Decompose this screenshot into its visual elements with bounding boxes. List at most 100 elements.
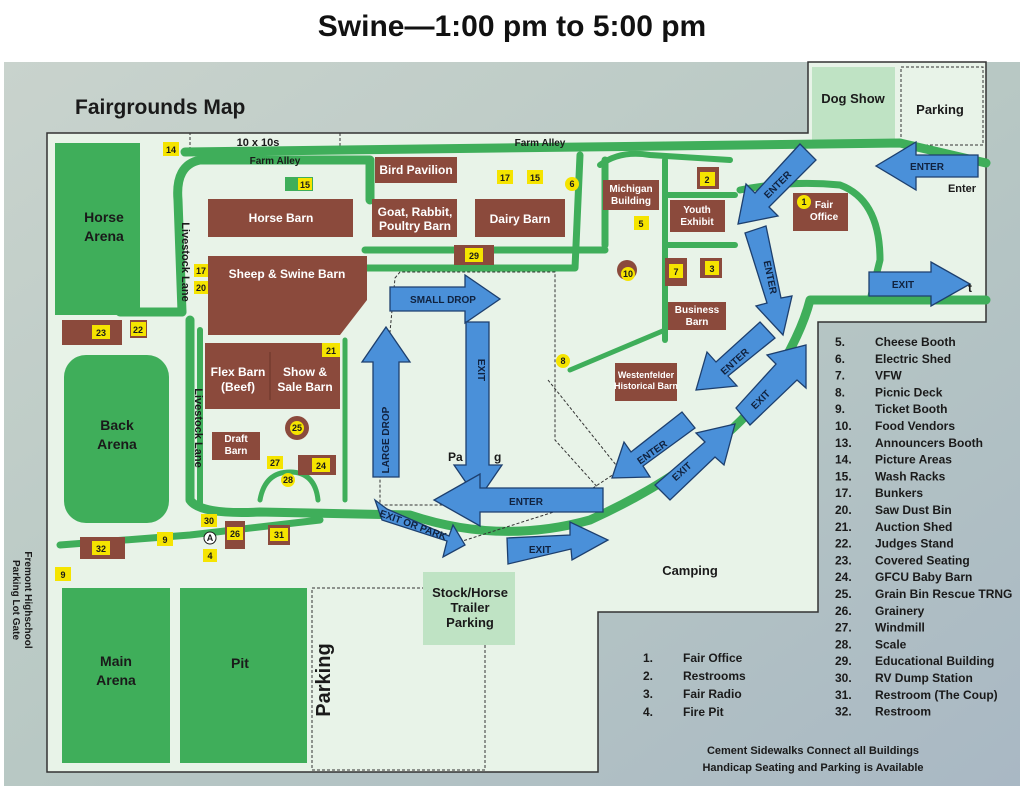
exit-mid-arrow: [735, 344, 807, 426]
legend-right-label: Windmill: [875, 621, 925, 635]
dairy-barn-label: Dairy Barn: [490, 212, 551, 226]
legend-right-num: 5.: [835, 335, 845, 349]
svg-text:10: 10: [623, 269, 633, 279]
partial-label: Pa: [448, 450, 463, 464]
legend-right-num: 7.: [835, 369, 845, 383]
legend-right-label: Educational Building: [875, 654, 994, 668]
marker-5: 5: [634, 216, 649, 230]
marker-26: 26: [227, 527, 243, 540]
legend-right-label: Wash Racks: [875, 469, 946, 483]
business-barn: [668, 302, 726, 330]
ten-by-ten-label: 10 x 10s: [237, 137, 280, 149]
farm-alley-top-label: Farm Alley: [515, 138, 566, 149]
goat-barn: [372, 199, 457, 237]
legend-right-num: 22.: [835, 537, 852, 551]
livestock-lane-bottom-label: Livestock Lane: [192, 388, 204, 467]
svg-text:7: 7: [673, 267, 678, 277]
marker-15a: 15: [285, 177, 313, 191]
marker-30: 30: [201, 514, 217, 527]
legend-right-label: Auction Shed: [875, 520, 952, 534]
legend-right-label: Electric Shed: [875, 352, 951, 366]
livestock-lane-top-label: Livestock Lane: [179, 222, 191, 301]
legend-right-label: Grain Bin Rescue TRNG: [875, 587, 1012, 601]
svg-text:27: 27: [270, 458, 280, 468]
stock-trailer-parking: [423, 572, 515, 645]
marker-23: 23: [92, 325, 110, 339]
legend-right-num: 27.: [835, 621, 852, 635]
legend-left-label-1: Fair Office: [683, 651, 743, 665]
marker-10: 10: [621, 267, 635, 281]
bird-pavilion: [375, 157, 457, 183]
marker-6: 6: [565, 177, 579, 191]
legend-right-num: 28.: [835, 637, 852, 651]
legend-right-num: 15.: [835, 469, 852, 483]
marker-25: 25: [290, 421, 304, 435]
legend-right-label: Scale: [875, 637, 907, 651]
svg-text:25: 25: [292, 423, 302, 433]
legend-right-label: Judges Stand: [875, 537, 954, 551]
svg-text:9: 9: [162, 535, 167, 545]
enter-mid-arrow: [695, 321, 776, 391]
svg-text:2: 2: [704, 175, 709, 185]
enter-down-arrow: [744, 225, 793, 337]
legend-right-label: Picnic Deck: [875, 385, 943, 399]
footer-note-2: Handicap Seating and Parking is Availabl…: [702, 762, 923, 774]
svg-text:26: 26: [230, 529, 240, 539]
legend-right-label: Restroom (The Coup): [875, 688, 998, 702]
svg-text:15: 15: [530, 173, 540, 183]
legend-right-num: 26.: [835, 604, 852, 618]
marker-31: 31: [270, 528, 288, 541]
sheep-swine-barn-label: Sheep & Swine Barn: [229, 267, 346, 281]
legend-right-label: Food Vendors: [875, 419, 955, 433]
exit-right-arrow: [868, 260, 972, 308]
svg-text:6: 6: [569, 179, 574, 189]
svg-text:30: 30: [204, 516, 214, 526]
legend-right-num: 29.: [835, 654, 852, 668]
legend-right-num: 9.: [835, 402, 845, 416]
marker-22: 22: [131, 322, 146, 336]
svg-text:24: 24: [316, 461, 326, 471]
legend-left-num-1: 1.: [643, 651, 653, 665]
legend-right-label: RV Dump Station: [875, 671, 973, 685]
parking-bottom-outline: [311, 587, 486, 771]
main-arena: [62, 588, 170, 763]
legend-right-label: GFCU Baby Barn: [875, 570, 972, 584]
legend-right-num: 21.: [835, 520, 852, 534]
parking-top-area: [900, 66, 984, 146]
small-drop-arrow: [389, 273, 502, 325]
dairy-barn: [475, 199, 565, 237]
marker-9a: 9: [157, 532, 173, 546]
svg-text:28: 28: [283, 475, 293, 485]
svg-text:20: 20: [196, 283, 206, 293]
legend-right-label: Ticket Booth: [875, 402, 947, 416]
svg-text:21: 21: [326, 346, 336, 356]
exit-or-park-arrow: [373, 498, 466, 559]
camping-label: Camping: [662, 563, 718, 578]
legend-right-label: Covered Seating: [875, 553, 970, 567]
enter-bottom-arrow: [432, 472, 604, 528]
sheep-swine-barn: [208, 256, 367, 335]
svg-text:EXIT: EXIT: [475, 359, 486, 381]
parking-bottom-label: Parking: [313, 643, 335, 716]
enter-side-label: Enter: [948, 183, 977, 195]
svg-text:29: 29: [469, 251, 479, 261]
legend-right-label: Restroom: [875, 705, 931, 719]
svg-text:31: 31: [274, 530, 284, 540]
farm-alley-left-label: Farm Alley: [250, 156, 301, 167]
enter-diag-arrow: [737, 143, 817, 225]
svg-text:23: 23: [96, 328, 106, 338]
svg-text:ENTER: ENTER: [910, 162, 945, 173]
legend-right-num: 32.: [835, 705, 852, 719]
legend-right-num: 6.: [835, 352, 845, 366]
marker-24: 24: [312, 458, 330, 472]
svg-text:5: 5: [638, 219, 643, 229]
partial-label-end: g: [494, 450, 501, 464]
marker-27: 27: [267, 456, 283, 469]
enter-top-arrow: [874, 140, 979, 192]
